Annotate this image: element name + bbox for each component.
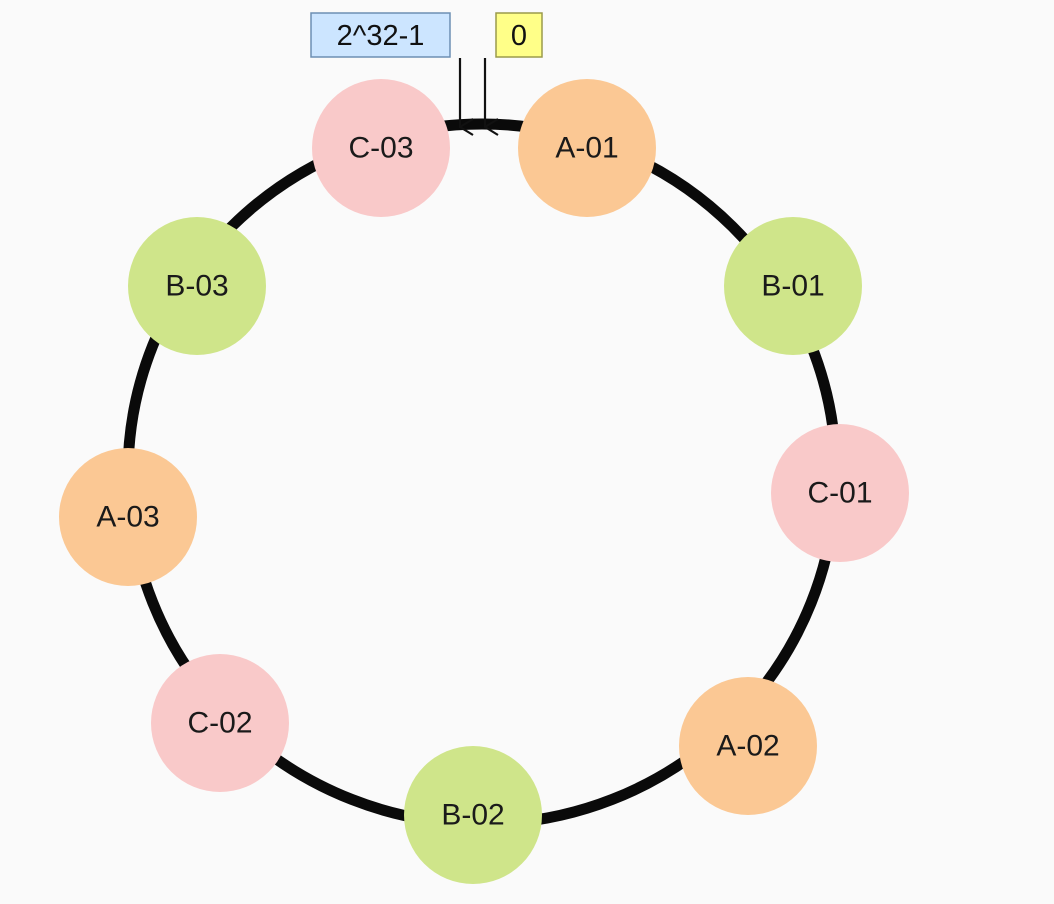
node-a-01: A-01 bbox=[518, 79, 656, 217]
node-c-03: C-03 bbox=[312, 79, 450, 217]
node-circle bbox=[679, 677, 817, 815]
marker-zero: 0 bbox=[495, 12, 543, 58]
node-c-02: C-02 bbox=[151, 654, 289, 792]
marker-zero-box bbox=[495, 12, 543, 58]
node-circle bbox=[312, 79, 450, 217]
marker-zero-label: 0 bbox=[511, 20, 527, 52]
node-circle bbox=[59, 448, 197, 586]
node-circle bbox=[151, 654, 289, 792]
node-circle bbox=[771, 424, 909, 562]
marker-max-label: 2^32-1 bbox=[337, 20, 425, 52]
node-label: C-03 bbox=[348, 132, 413, 165]
node-label: B-01 bbox=[761, 270, 824, 303]
node-label: B-03 bbox=[165, 270, 228, 303]
node-circle bbox=[128, 217, 266, 355]
node-label: B-02 bbox=[441, 799, 504, 832]
node-circle bbox=[404, 746, 542, 884]
node-circle bbox=[724, 217, 862, 355]
node-circle bbox=[518, 79, 656, 217]
marker-max-box bbox=[310, 12, 451, 58]
marker-max: 2^32-1 bbox=[310, 12, 451, 58]
node-label: C-01 bbox=[807, 477, 872, 510]
node-a-03: A-03 bbox=[59, 448, 197, 586]
node-label: A-03 bbox=[96, 501, 159, 534]
node-label: C-02 bbox=[187, 707, 252, 740]
node-label: A-01 bbox=[555, 132, 618, 165]
node-label: A-02 bbox=[716, 730, 779, 763]
node-a-02: A-02 bbox=[679, 677, 817, 815]
node-b-01: B-01 bbox=[724, 217, 862, 355]
node-b-03: B-03 bbox=[128, 217, 266, 355]
node-c-01: C-01 bbox=[771, 424, 909, 562]
node-b-02: B-02 bbox=[404, 746, 542, 884]
